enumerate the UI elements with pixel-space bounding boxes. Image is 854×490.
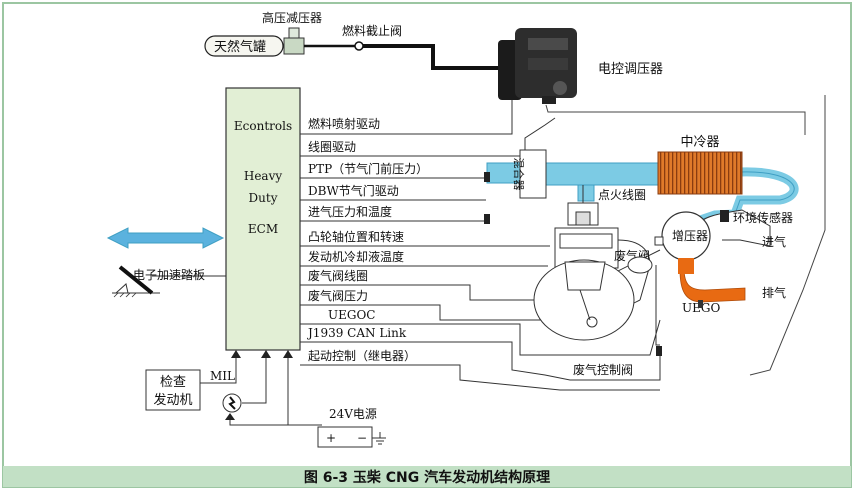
signal-7: 废气阀线圈 xyxy=(308,268,368,283)
pedal-label: 电子加速踏板 xyxy=(133,268,205,282)
regulator-label: 电控调压器 xyxy=(598,62,663,77)
signal-6: 发动机冷却液温度 xyxy=(308,249,404,264)
engine-outline-line xyxy=(749,95,826,376)
gas-tank-icon xyxy=(204,35,284,57)
figure-caption: 图 6-3 玉柴 CNG 汽车发动机结构原理 xyxy=(304,469,550,486)
regulator-icon xyxy=(498,28,577,104)
ambient-sensor-label: 环境传感器 xyxy=(733,210,793,225)
map-sensor xyxy=(484,214,490,224)
pedal-icon xyxy=(112,265,160,298)
intercooler-core xyxy=(657,151,743,195)
turbo-label: 增压器 xyxy=(672,229,708,243)
engine-block xyxy=(533,227,651,341)
wastegate-valve xyxy=(654,236,664,246)
intake-pipes xyxy=(484,162,799,247)
signal-5: 凸轮轴位置和转速 xyxy=(308,229,404,244)
fuel-shutoff-label: 燃料截止阀 xyxy=(342,23,402,38)
ecm-line3: Duty xyxy=(249,191,278,205)
ground-icon xyxy=(374,437,386,445)
battery-minus: − xyxy=(357,431,367,445)
regulator-feed-line xyxy=(545,104,806,135)
intercooler-label: 中冷器 xyxy=(680,135,719,150)
signal-labels: 燃料喷射驱动 线圈驱动 PTP（节气门前压力） DBW节气门驱动 进气压力和温度… xyxy=(306,116,428,363)
mixer-box xyxy=(519,149,547,199)
can-bus-arrow xyxy=(106,227,225,249)
pipe-mixer-down xyxy=(577,184,595,202)
exhaust-manifold xyxy=(678,258,694,274)
exhaust-pipe xyxy=(679,259,746,303)
exhaust-label: 排气 xyxy=(762,285,786,300)
signal-1: 线圈驱动 xyxy=(308,140,356,154)
pipe-cooler-in xyxy=(544,162,661,186)
power-label: 24V电源 xyxy=(329,407,377,421)
piston-icon xyxy=(564,261,606,291)
wastegate-ctrl-icon xyxy=(656,346,662,356)
arrow-switch xyxy=(261,350,271,358)
signal-11: 起动控制（继电器） xyxy=(308,349,416,363)
battery-plus: + xyxy=(326,431,336,445)
caption-bar xyxy=(3,466,851,487)
battery-icon xyxy=(317,426,373,448)
signal-3: DBW节气门驱动 xyxy=(308,183,399,198)
wastegate-actuator xyxy=(627,256,653,274)
arrow-key xyxy=(225,413,235,420)
check-engine-line1: 检查 xyxy=(160,375,186,390)
signal-10: J1939 CAN Link xyxy=(306,326,407,340)
check-engine-line2: 发动机 xyxy=(153,392,192,408)
ecm-box xyxy=(225,87,301,351)
crankcase xyxy=(533,259,635,341)
fuel-line-2 xyxy=(363,44,498,70)
ignition-coil-icon xyxy=(567,185,599,226)
arrow-power xyxy=(283,350,293,358)
hp-reducer-cap xyxy=(288,27,300,39)
valve-icon xyxy=(354,41,364,51)
check-engine-box xyxy=(145,369,201,411)
signal-9: UEGOC xyxy=(328,308,375,322)
sensor-icon xyxy=(720,210,729,222)
wastegate-ctrl-label: 废气控制阀 xyxy=(573,362,633,377)
hp-reducer-body xyxy=(283,37,305,55)
signal-4: 进气压力和温度 xyxy=(308,204,392,219)
mixer-label-vertical: 混合器 xyxy=(512,158,526,191)
signal-8: 废气阀压力 xyxy=(308,288,368,303)
ptp-sensor xyxy=(484,172,490,182)
ecm-line4: ECM xyxy=(248,222,278,236)
uego-sensor xyxy=(698,300,703,308)
signal-2: PTP（节气门前压力） xyxy=(308,161,428,176)
ecm-line2: Heavy xyxy=(244,169,283,183)
mil-label: MIL xyxy=(210,369,235,383)
fuel-supply: 天然气罐 高压减压器 燃料截止阀 xyxy=(204,10,498,70)
ignition-coil-label: 点火线圈 xyxy=(598,188,646,202)
signal-0: 燃料喷射驱动 xyxy=(308,116,380,131)
gas-tank-label: 天然气罐 xyxy=(214,39,266,55)
intake-label: 进气 xyxy=(762,234,786,249)
ecm-line1: Econtrols xyxy=(234,119,292,133)
bulb-bolt xyxy=(228,396,236,410)
hp-reducer-label: 高压减压器 xyxy=(262,10,322,25)
arrow-mil xyxy=(231,350,241,358)
